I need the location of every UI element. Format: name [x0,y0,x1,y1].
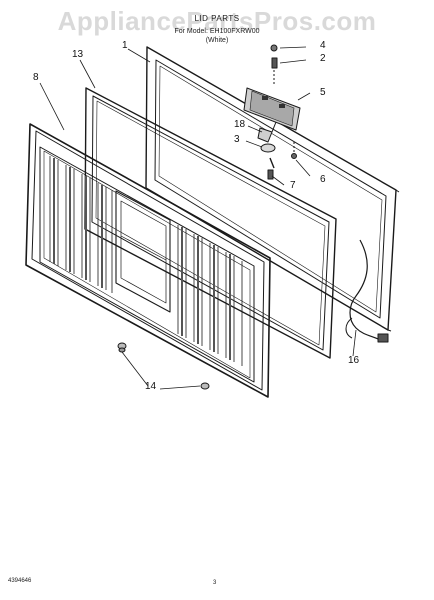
small-screws [267,142,297,180]
diagram-title: LID PARTS [194,14,240,23]
watermark: AppliancePartsPros.com [57,6,377,36]
model-line: For Model: EH100FXRW00 [174,28,260,35]
callout-14: 14 [145,381,157,392]
callout-8: 8 [33,72,39,83]
page-number: 3 [213,580,217,586]
screw-and-spacer [270,44,278,84]
callout-6: 6 [320,174,326,185]
hinge-bracket [243,87,301,131]
lid-liner-frame [145,46,400,332]
leader-lines [39,46,357,390]
lid-plugs [117,342,210,390]
callout-3: 3 [234,134,240,145]
color-line: (White) [205,37,229,44]
callout-7: 7 [290,180,296,191]
callout-2: 2 [320,53,326,64]
callout-5: 5 [320,87,326,98]
callout-4: 4 [320,40,326,51]
lid-assembly [25,123,271,398]
document-number: 4394646 [8,578,32,584]
callout-18: 18 [234,119,246,130]
latch-and-cam [257,121,277,169]
callout-16: 16 [348,355,360,366]
wire-harness [345,239,389,343]
callout-1: 1 [122,40,128,51]
callout-13: 13 [72,49,84,60]
